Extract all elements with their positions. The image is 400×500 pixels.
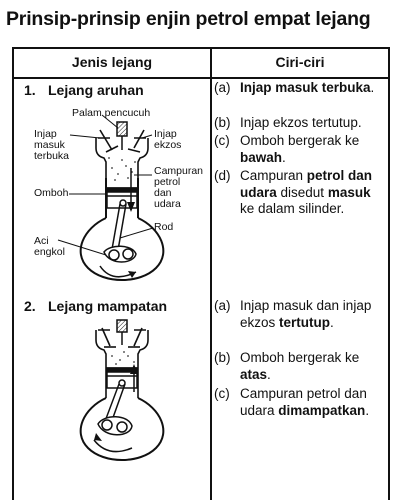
stroke-2-feature-b: (b) Omboh bergerak ke atas.: [214, 350, 360, 382]
label-inlet-valve-3: terbuka: [34, 150, 70, 162]
cylinder-head-2: [95, 329, 149, 398]
feature-text: .: [365, 402, 370, 418]
stroke-1-title: 1. Lejang aruhan: [24, 82, 144, 98]
label-exhaust-valve-1: Injap: [154, 128, 177, 140]
stroke-1-name: Lejang aruhan: [48, 82, 144, 98]
column-divider: [210, 49, 212, 500]
label-inlet-valve-2: masuk: [34, 139, 65, 151]
emphasized-text: bawah: [240, 149, 283, 165]
feature-text: ke dalam silinder.: [240, 201, 345, 216]
crankcase-2: [79, 397, 165, 461]
label-mixture-1: Campuran: [154, 165, 204, 177]
exhaust-valve: [127, 129, 145, 153]
stroke-1-feature-a: (a) Injap masuk terbuka.: [214, 80, 375, 95]
stroke-2-name: Lejang mampatan: [48, 298, 168, 314]
feature-text: Injap masuk dan injap ekzos: [240, 298, 372, 330]
label-spark-plug: Palam pencucuh: [72, 107, 151, 119]
label-mixture-2: petrol: [154, 176, 181, 188]
header-stroke-type: Jenis lejang: [71, 54, 153, 70]
spark-plug: [116, 121, 128, 150]
emphasized-text: tertutup: [279, 314, 331, 330]
feature-text: Omboh bergerak ke: [240, 133, 360, 148]
compressed-mixture-dots: [111, 351, 135, 365]
spark-plug-2: [116, 319, 128, 345]
stroke-2-number: 2.: [24, 298, 36, 314]
label-mixture-4: udara: [154, 198, 181, 210]
label-inlet-valve-1: Injap: [34, 128, 57, 140]
strokes-table: Jenis lejang Ciri-ciri: [12, 47, 390, 500]
label-leader-lines: [57, 114, 154, 256]
emphasized-text: masuk: [327, 184, 371, 200]
feature-text: disedut: [276, 184, 328, 200]
table-header: Jenis lejang Ciri-ciri: [14, 49, 388, 79]
crankshaft-2: [97, 416, 133, 436]
label-rod: Rod: [154, 221, 174, 233]
feature-text: Injap ekzos tertutup.: [240, 115, 362, 130]
label-exhaust-valve-2: ekzos: [154, 139, 182, 151]
header-features: Ciri-ciri: [275, 54, 325, 70]
stroke-2-feature-c: (c) Campuran petrol dan udara dimampatka…: [214, 386, 370, 418]
stroke-1-feature-c: (c) Omboh bergerak ke bawah.: [214, 133, 360, 165]
valves-closed: [101, 327, 143, 348]
feature-text: Campuran petrol dan udara: [240, 386, 367, 418]
emphasized-text: atas: [240, 366, 268, 382]
emphasized-text: Injap masuk terbuka: [240, 80, 371, 95]
stroke-2-feature-a: (a) Injap masuk dan injap ekzos tertutup…: [214, 298, 372, 330]
label-crankshaft-1: Aci: [34, 235, 49, 247]
feature-text: Omboh bergerak ke: [240, 350, 360, 365]
label-mixture-3: dan: [154, 187, 172, 199]
feature-text: .: [370, 80, 375, 95]
inlet-valve: [99, 129, 119, 153]
stroke-1-feature-b: (b) Injap ekzos tertutup.: [214, 115, 362, 130]
crankcase: [79, 217, 165, 281]
page-title: Prinsip-prinsip enjin petrol empat lejan…: [6, 8, 371, 30]
cylinder: [105, 178, 139, 218]
fuel-mixture-dots: [108, 157, 136, 181]
emphasized-text: petrol dan udara: [240, 168, 373, 200]
crank-rotation-arrow-2: [93, 439, 133, 453]
stroke-1-feature-d: (d) Campuran petrol dan udara disedut ma…: [214, 168, 373, 216]
label-crankshaft-2: engkol: [34, 246, 65, 258]
feature-text: .: [282, 149, 286, 165]
feature-text: .: [267, 366, 271, 382]
label-piston: Omboh: [34, 187, 69, 199]
crankshaft: [103, 245, 137, 263]
stroke-1-number: 1.: [24, 82, 36, 98]
piston-2: [106, 367, 138, 389]
emphasized-text: dimampatkan: [278, 402, 366, 418]
feature-text: Campuran: [240, 168, 307, 183]
feature-text: .: [330, 314, 334, 330]
stroke-2-title: 2. Lejang mampatan: [24, 298, 167, 314]
